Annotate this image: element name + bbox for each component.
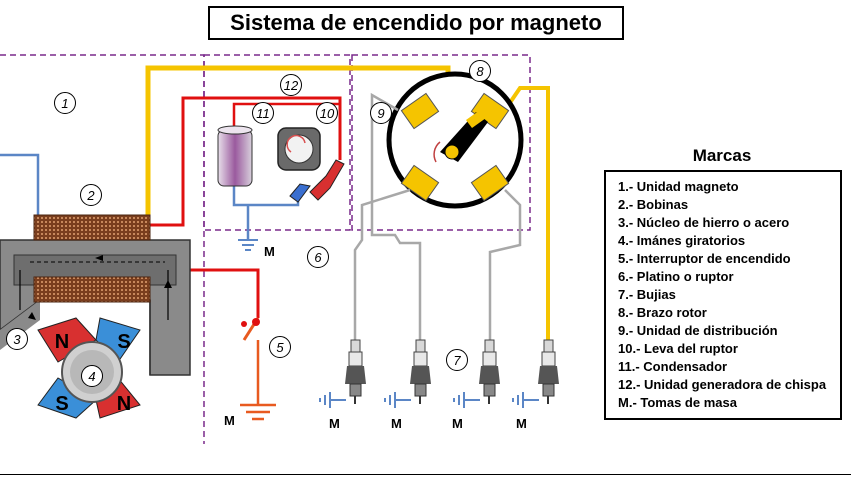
ground-label-spark-unit: M — [264, 244, 275, 259]
callout-8: 8 — [469, 60, 491, 82]
rotating-magnets — [37, 317, 141, 419]
primary-coil-top — [33, 214, 151, 241]
legend-item: 4.- Imánes giratorios — [618, 233, 746, 248]
pole-label-2: S — [117, 331, 130, 353]
blue-wire-input — [0, 153, 40, 215]
callout-11: 11 — [252, 102, 274, 124]
contact-breaker-points — [289, 159, 345, 203]
callout-6: 6 — [307, 246, 329, 268]
callout-3: 3 — [6, 328, 28, 350]
ground-symbol-switch — [240, 340, 276, 421]
spark-plug-1 — [345, 339, 366, 404]
dashed-frames — [0, 54, 531, 444]
gray-plug-wires — [353, 92, 522, 345]
secondary-coil-bottom — [33, 276, 151, 303]
legend-item: 12.- Unidad generadora de chispa — [618, 377, 827, 392]
ground-symbol-spark-unit — [238, 239, 258, 251]
callout-10: 10 — [316, 102, 338, 124]
callout-4: 4 — [81, 365, 103, 387]
ground-label-plug-2: M — [391, 416, 402, 431]
bottom-rule — [0, 474, 851, 475]
spark-plugs — [345, 339, 559, 404]
frame-spark-unit — [203, 54, 351, 231]
yellow-wire-to-plug-4 — [503, 86, 550, 340]
red-wire-capacitor — [232, 102, 340, 128]
legend-item: 5.- Interruptor de encendido — [618, 251, 791, 266]
legend-item: 7.- Bujias — [618, 287, 676, 302]
breaker-cam — [277, 127, 321, 171]
callout-2: 2 — [80, 184, 102, 206]
pole-label-1: N — [55, 331, 69, 353]
ground-label-plug-4: M — [516, 416, 527, 431]
ignition-switch — [241, 317, 260, 341]
legend-item: 8.- Brazo rotor — [618, 305, 707, 320]
spark-plug-2 — [410, 339, 431, 404]
callout-1: 1 — [54, 92, 76, 114]
legend-title: Marcas — [692, 146, 752, 165]
ground-label-switch: M — [224, 413, 235, 428]
frame-distribution-unit — [351, 54, 531, 231]
legend-item: 11.- Condensador — [618, 359, 728, 374]
legend-item: 9.- Unidad de distribución — [618, 323, 778, 338]
distributor — [386, 71, 524, 209]
legend-item: 2.- Bobinas — [618, 197, 689, 212]
spark-plug-3 — [479, 339, 500, 404]
plug-ground-symbols — [319, 392, 539, 408]
pole-label-3: S — [55, 393, 68, 415]
diagram-title: Sistema de encendido por magneto — [208, 6, 624, 40]
callout-9: 9 — [370, 102, 392, 124]
legend-item: 3.- Núcleo de hierro o acero — [618, 215, 790, 230]
spark-plug-4 — [538, 339, 559, 404]
ground-label-plug-3: M — [452, 416, 463, 431]
red-primary-wire — [148, 96, 342, 227]
blue-wire-ground — [232, 186, 300, 207]
callout-7: 7 — [446, 349, 468, 371]
legend-item: 10.- Leva del ruptor — [618, 341, 738, 356]
legend-item: 1.- Unidad magneto — [618, 179, 739, 194]
legend-item: 6.- Platino o ruptor — [618, 269, 734, 284]
capacitor — [217, 125, 253, 187]
ground-label-plug-1: M — [329, 416, 340, 431]
legend-box: 1.- Unidad magneto 2.- Bobinas 3.- Núcle… — [604, 170, 842, 420]
callout-5: 5 — [269, 336, 291, 358]
callout-12: 12 — [280, 74, 302, 96]
legend-item: M.- Tomas de masa — [618, 395, 737, 410]
pole-label-4: N — [117, 393, 131, 415]
